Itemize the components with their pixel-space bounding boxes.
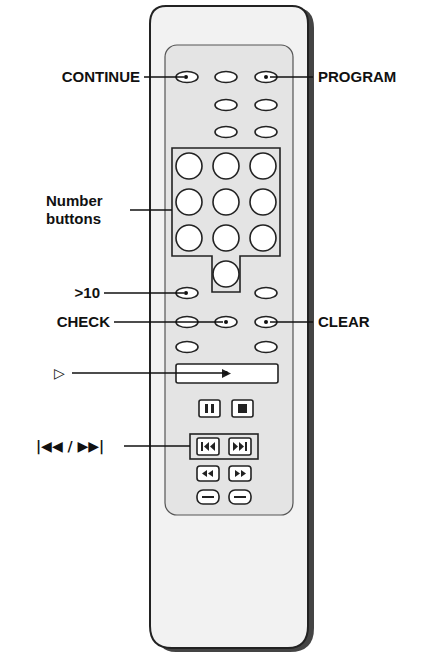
- number-button: [213, 153, 239, 179]
- leader-line: [104, 292, 184, 294]
- pause-icon: [205, 404, 208, 413]
- continue-label: CONTINUE: [62, 68, 140, 86]
- oval-button: [215, 100, 237, 111]
- stop-icon: [238, 404, 247, 413]
- oval-button: [229, 490, 251, 504]
- number-buttons-label: Number buttons: [46, 192, 124, 228]
- oval-button: [255, 100, 277, 111]
- number-button: [213, 225, 239, 251]
- leader-line: [144, 76, 184, 78]
- leader-line: [72, 372, 224, 374]
- number-button: [213, 189, 239, 215]
- oval-button: [215, 127, 237, 138]
- skip-forward-button: [229, 438, 251, 455]
- number-button: [250, 189, 276, 215]
- number-button: [176, 189, 202, 215]
- leader-dot: [264, 75, 268, 79]
- fast-forward-button: [229, 466, 251, 481]
- number-button: [213, 261, 239, 287]
- leader-line: [270, 321, 313, 323]
- clear-label: CLEAR: [318, 313, 370, 331]
- leader-line: [114, 321, 223, 323]
- skip-icon: [204, 442, 209, 451]
- leader-dot: [224, 371, 228, 375]
- rewind-icon: [202, 470, 207, 477]
- leader-line: [124, 445, 190, 447]
- program-label: PROGRAM: [318, 68, 396, 86]
- number-button: [250, 225, 276, 251]
- leader-dot: [184, 291, 188, 295]
- oval-button: [255, 342, 277, 353]
- minus-icon: [202, 496, 214, 498]
- rewind-button: [197, 466, 219, 481]
- skip-icon: [239, 442, 244, 451]
- pause-icon: [211, 404, 214, 413]
- leader-line: [270, 76, 313, 78]
- oval-button: [255, 288, 277, 299]
- number-button: [250, 153, 276, 179]
- ff-icon: [241, 470, 246, 477]
- ff-icon: [235, 470, 240, 477]
- skip-back-button: [197, 438, 219, 455]
- rewind-icon: [208, 470, 213, 477]
- play-label: ▷: [54, 364, 65, 382]
- check-label: CHECK: [57, 313, 110, 331]
- oval-button: [255, 127, 277, 138]
- remote-body: [150, 6, 308, 648]
- number-group-outline: [172, 148, 280, 292]
- over-ten-label: >10: [75, 284, 100, 302]
- number-button: [176, 225, 202, 251]
- oval-button: [197, 490, 219, 504]
- number-button: [176, 153, 202, 179]
- oval-button: [215, 72, 237, 83]
- leader-dot: [264, 320, 268, 324]
- pause-button: [199, 400, 220, 417]
- skip-icon: [245, 442, 247, 451]
- skip-icon: [233, 442, 238, 451]
- leader-line: [130, 209, 172, 211]
- leader-dot: [224, 320, 228, 324]
- leader-dot: [184, 75, 188, 79]
- minus-icon: [234, 496, 246, 498]
- skip-icon: [201, 442, 203, 451]
- skip-group-outline: [190, 434, 258, 459]
- skip-label: |◀◀ / ▶▶|: [36, 437, 104, 455]
- stop-button: [232, 400, 253, 417]
- oval-button: [176, 342, 198, 353]
- button-panel: [165, 45, 293, 515]
- skip-icon: [210, 442, 215, 451]
